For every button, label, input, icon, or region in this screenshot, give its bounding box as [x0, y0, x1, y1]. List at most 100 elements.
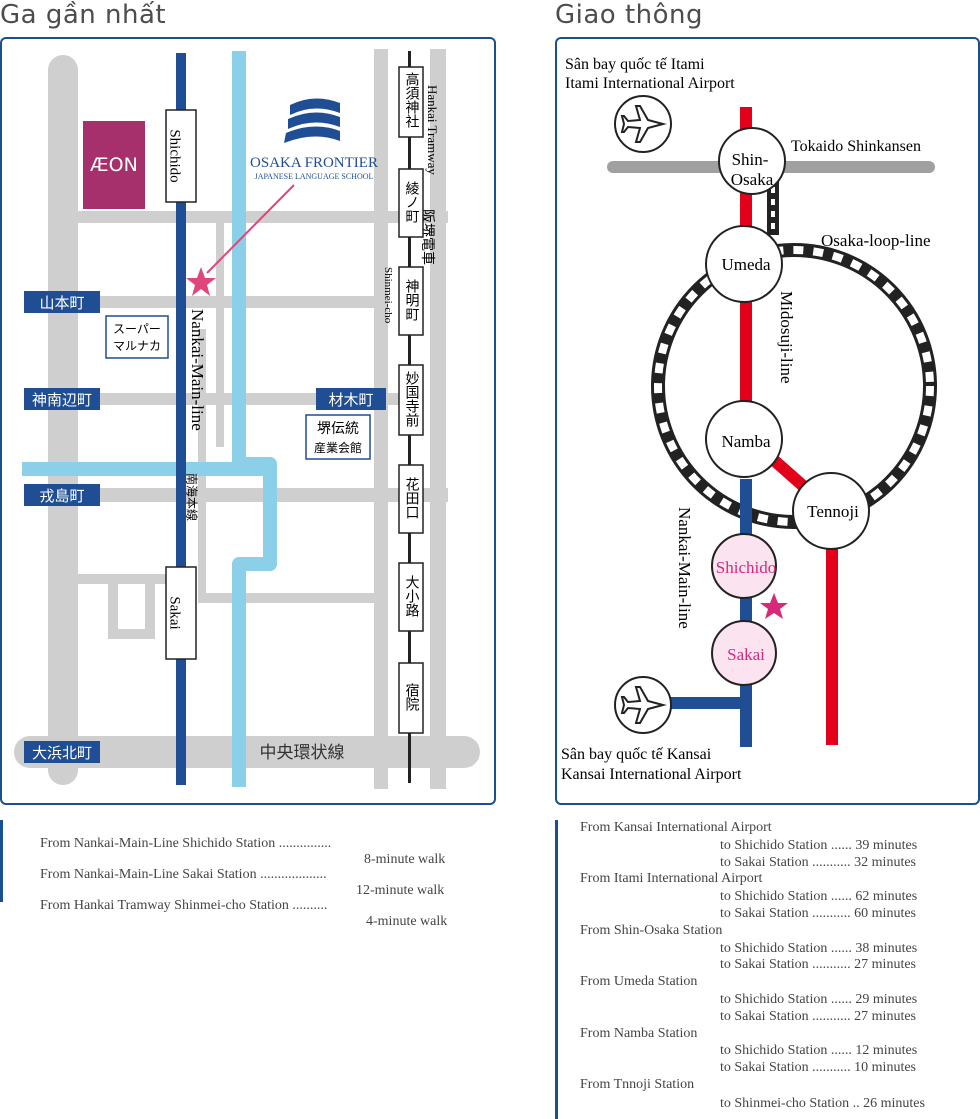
transport-heading: Giao thông [555, 0, 704, 30]
tokaido-shinkansen-label: Tokaido Shinkansen [791, 138, 921, 155]
tram-stop-label: 妙国寺前 [404, 371, 420, 428]
aeon-logo: ÆON [90, 154, 138, 176]
shichido-station-label: Shichido [167, 129, 183, 182]
right-info-bar [555, 820, 558, 1119]
tram-stop-label: 高須神社 [404, 71, 420, 128]
school-flag-icon [284, 98, 340, 143]
route-origin: From Kansai International Airport [580, 820, 772, 835]
plane-icon [620, 686, 667, 724]
road-block-right [145, 574, 155, 639]
walk-route-time: 4-minute walk [366, 914, 448, 929]
street-box [316, 388, 386, 410]
ring-road-label: 中央環状線 [260, 743, 345, 763]
tram-stop-box [398, 66, 424, 138]
walk-route: From Nankai-Main-Line Sakai Station ....… [26, 851, 444, 915]
street-label-zaimoku: 材木町 [328, 391, 373, 409]
itami-airport-en: Itami International Airport [565, 75, 735, 92]
school-pointer [206, 184, 295, 274]
road-vertical-right [374, 49, 388, 789]
tram-stop-label: 綾ノ町 [404, 181, 420, 223]
route-origin: From Shin-Osaka Station [580, 923, 723, 938]
school-subtitle: JAPANESE LANGUAGE SCHOOL [255, 172, 374, 181]
route-time: to Shichido Station ...... 62 minutes [720, 889, 918, 904]
transit-times: From Kansai International Airport to Shi… [580, 820, 975, 1119]
street-box [24, 388, 100, 410]
namba-station [705, 400, 783, 478]
sakai-label: Sakai [727, 645, 765, 664]
supermarket-label-1: スーパー [113, 322, 161, 336]
river [22, 51, 277, 787]
supermarket-label-2: マルナカ [113, 339, 161, 353]
route-time: to Shichido Station ...... 12 minutes [720, 1043, 918, 1058]
kansai-airport-vi: Sân bay quốc tế Kansai [561, 746, 712, 763]
aeon-store [83, 121, 145, 209]
street-label-ohamakita: 大浜北町 [32, 744, 92, 762]
sakai-station-box [165, 566, 197, 660]
osaka-loop-line-pattern [654, 246, 934, 526]
sakai-station-label: Sakai [167, 596, 183, 629]
osaka-loop-line-label: Osaka-loop-line [821, 231, 931, 250]
shin-osaka-station [718, 127, 786, 195]
tram-stop-box [398, 266, 424, 336]
river-main [232, 51, 277, 787]
road-lower [78, 574, 178, 584]
street-box [24, 741, 100, 763]
route-origin: From Umeda Station [580, 974, 698, 989]
shin-osaka-label-1: Shin- [732, 150, 769, 169]
road-block-bottom [108, 629, 153, 639]
itami-airport-icon [614, 95, 672, 153]
area-map-panel: ÆON OSAKA FRONTIER JAPANESE LANGUAGE SCH… [0, 37, 496, 805]
nankai-line-label: Nankai-Main-line [188, 309, 207, 431]
school-logo: OSAKA FRONTIER JAPANESE LANGUAGE SCHOOL [250, 98, 378, 181]
umeda-station [705, 225, 783, 303]
hankai-tramway-label: Hankai Tramway [425, 85, 440, 175]
street-label-yamamoto: 山本町 [39, 294, 84, 312]
tram-stop-label: 宿院 [404, 682, 420, 712]
walk-route-text: From Nankai-Main-Line Sakai Station ....… [40, 867, 327, 882]
nearest-station-heading: Ga gần nhất [0, 0, 167, 30]
route-origin: From Tnnoji Station [580, 1077, 695, 1092]
tram-stop-labels: 高須神社 綾ノ町 神明町 妙国寺前 花田口 大小路 宿院 [404, 71, 420, 712]
nankai-main-line-label: Nankai-Main-line [675, 507, 694, 629]
tram-stop-label: 大小路 [404, 575, 420, 617]
transit-map-panel: Sân bay quốc tế Itami Itami Internationa… [555, 37, 980, 805]
road-block-left [108, 574, 118, 639]
school-name: OSAKA FRONTIER [250, 155, 378, 171]
walk-route-text: From Nankai-Main-Line Shichido Station .… [40, 836, 332, 851]
tram-stop-box [398, 562, 424, 632]
road-mid-vert-2 [216, 223, 224, 447]
tram-stop-label: 花田口 [404, 477, 420, 519]
street-box [24, 291, 100, 313]
route-time: to Sakai Station ........... 27 minutes [720, 957, 916, 972]
hall-box [305, 414, 371, 460]
midosuji-line-south [826, 509, 838, 745]
walk-route-text: From Hankai Tramway Shinmei-cho Station … [40, 898, 328, 913]
route-origin: From Itami International Airport [580, 871, 763, 886]
tram-stop-box [398, 464, 424, 534]
namba-label: Namba [721, 432, 771, 451]
nankai-line [176, 53, 186, 785]
area-map: ÆON OSAKA FRONTIER JAPANESE LANGUAGE SCH… [14, 49, 480, 789]
tram-stop-box [398, 168, 424, 238]
road-vertical-far-right [430, 49, 446, 789]
left-info-bar [0, 820, 3, 902]
route-time: to Shinmei-cho Station .. 26 minutes [720, 1096, 925, 1111]
nankai-line-label-jp: 南海本線 [185, 473, 200, 521]
route-time: to Sakai Station ........... 27 minutes [720, 1009, 916, 1024]
street-box [24, 484, 100, 506]
midosuji-line-label: Midosuji-line [777, 291, 796, 384]
stations [705, 127, 870, 686]
shichido-station-box [165, 109, 197, 203]
sakai-station [711, 620, 777, 686]
route-time: to Shichido Station ...... 39 minutes [720, 838, 918, 853]
plane-icon [620, 105, 667, 143]
transit-map: Sân bay quốc tế Itami Itami Internationa… [561, 56, 937, 783]
tram-stops [398, 66, 424, 734]
shichido-station [711, 533, 777, 599]
walk-route: From Nankai-Main-Line Shichido Station .… [26, 820, 445, 884]
tennoji-station [792, 472, 870, 550]
school-location-star-icon [760, 593, 788, 619]
road-ring [14, 736, 480, 768]
nankai-airport-branch [667, 697, 747, 709]
hall-label-2: 産業会館 [314, 440, 362, 455]
